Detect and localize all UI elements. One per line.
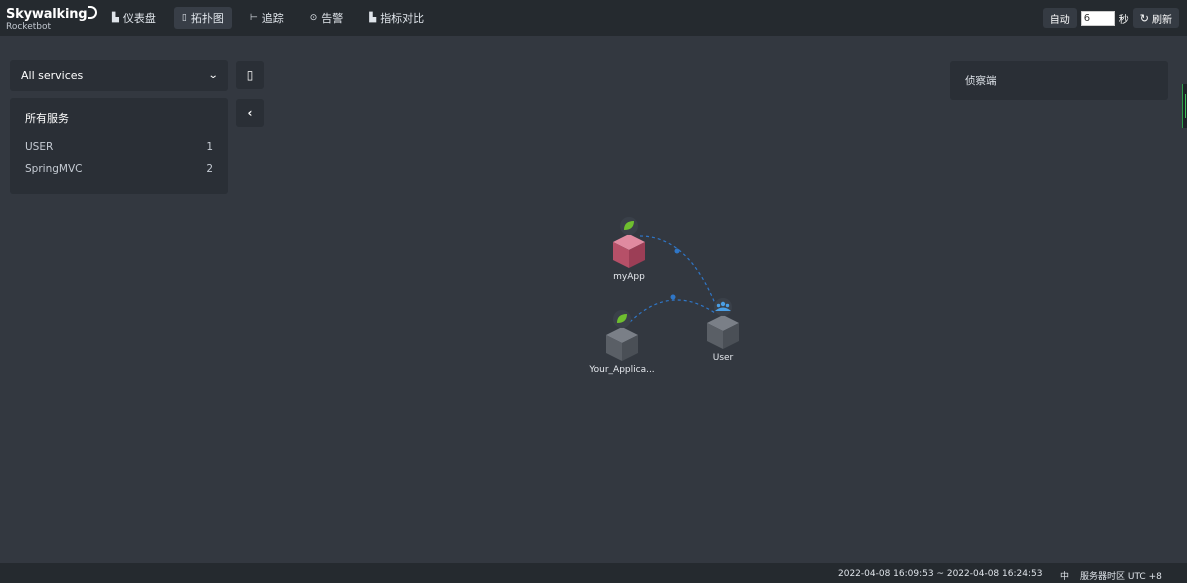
nav-trace[interactable]: ⊢ 追踪 bbox=[242, 7, 292, 29]
service-name: SpringMVC bbox=[25, 163, 83, 175]
edge-flow-dot bbox=[674, 248, 680, 254]
node-label: Your_Applica... bbox=[588, 365, 654, 375]
users-icon bbox=[714, 298, 732, 316]
logo-subtitle: Rocketbot bbox=[6, 22, 52, 32]
topology-node-user[interactable]: User bbox=[707, 298, 739, 363]
service-count: 2 bbox=[206, 163, 213, 175]
service-select-value: All services bbox=[21, 69, 84, 82]
service-name: USER bbox=[25, 141, 54, 153]
chevron-down-icon: ⌄ bbox=[207, 70, 219, 81]
language-toggle[interactable]: 中 bbox=[1060, 572, 1070, 582]
nav-alarm[interactable]: ⊙ 告警 bbox=[302, 7, 352, 29]
logo-text: Skywalking bbox=[6, 7, 88, 22]
auto-refresh-button[interactable]: 自动 bbox=[1042, 8, 1077, 28]
nav-label: 告警 bbox=[321, 12, 344, 25]
topology-layout-button[interactable]: ▯ bbox=[236, 61, 264, 89]
service-row-springmvc[interactable]: SpringMVC 2 bbox=[25, 163, 213, 185]
main-nav: ▙ 仪表盘 ▯ 拓扑图 ⊢ 追踪 ⊙ 告警 ▙ 指标对比 bbox=[104, 7, 432, 29]
refresh-controls: 自动 秒 ↻ 刷新 bbox=[1042, 8, 1179, 28]
endpoint-panel[interactable]: 侦察端 bbox=[950, 61, 1168, 100]
refresh-interval-input[interactable] bbox=[1080, 10, 1115, 26]
topology-icon: ▯ bbox=[181, 13, 187, 23]
nav-topology[interactable]: ▯ 拓扑图 bbox=[173, 7, 232, 29]
bar-chart-icon: ▙ bbox=[112, 13, 119, 23]
edge-flow-dot bbox=[670, 294, 676, 300]
top-bar: Skywalking Rocketbot ▙ 仪表盘 ▯ 拓扑图 ⊢ 追踪 ⊙ … bbox=[0, 0, 1187, 36]
service-count: 1 bbox=[206, 141, 213, 153]
refresh-icon: ↻ bbox=[1139, 11, 1149, 25]
time-range[interactable]: 2022-04-08 16:09:53 ~ 2022-04-08 16:24:5… bbox=[838, 569, 1043, 579]
bar-chart-icon: ▙ bbox=[369, 13, 377, 23]
topology-icon: ▯ bbox=[246, 68, 254, 82]
service-list-panel: 所有服务 USER 1 SpringMVC 2 bbox=[10, 98, 228, 194]
refresh-button[interactable]: ↻ 刷新 bbox=[1132, 8, 1179, 28]
service-row-user[interactable]: USER 1 bbox=[25, 141, 213, 163]
alarm-icon: ⊙ bbox=[309, 13, 318, 23]
nav-dashboard[interactable]: ▙ 仪表盘 bbox=[104, 7, 164, 29]
server-timezone[interactable]: 服务器时区 UTC +8 bbox=[1080, 572, 1162, 582]
node-label: myApp bbox=[613, 272, 645, 282]
chevron-left-icon: ‹ bbox=[247, 106, 253, 120]
trace-icon: ⊢ bbox=[249, 13, 258, 23]
collapse-panel-button[interactable]: ‹ bbox=[236, 99, 264, 127]
refresh-label: 刷新 bbox=[1152, 14, 1172, 26]
service-select[interactable]: All services ⌄ bbox=[10, 60, 228, 91]
service-panel-title: 所有服务 bbox=[25, 112, 69, 125]
topology-edges bbox=[629, 235, 717, 323]
node-label: User bbox=[713, 353, 734, 363]
logo-arc-icon bbox=[88, 6, 98, 19]
edge-yourapp-user bbox=[629, 299, 716, 323]
topology-node-myapp[interactable]: myApp bbox=[613, 217, 645, 282]
status-footer: 2022-04-08 16:09:53 ~ 2022-04-08 16:24:5… bbox=[0, 563, 1187, 583]
seconds-label: 秒 bbox=[1118, 14, 1129, 26]
nav-metrics-compare[interactable]: ▙ 指标对比 bbox=[361, 7, 432, 29]
nav-label: 拓扑图 bbox=[190, 12, 224, 25]
nav-label: 仪表盘 bbox=[122, 12, 156, 25]
endpoint-panel-title: 侦察端 bbox=[965, 75, 997, 87]
skywalking-logo[interactable]: Skywalking Rocketbot bbox=[6, 6, 98, 32]
nav-label: 追踪 bbox=[261, 12, 284, 25]
nav-label: 指标对比 bbox=[380, 12, 425, 25]
topology-node-your-application[interactable]: Your_Applica... bbox=[588, 310, 655, 375]
side-drawer-handle[interactable] bbox=[1182, 84, 1187, 128]
edge-myapp-user bbox=[639, 235, 717, 307]
